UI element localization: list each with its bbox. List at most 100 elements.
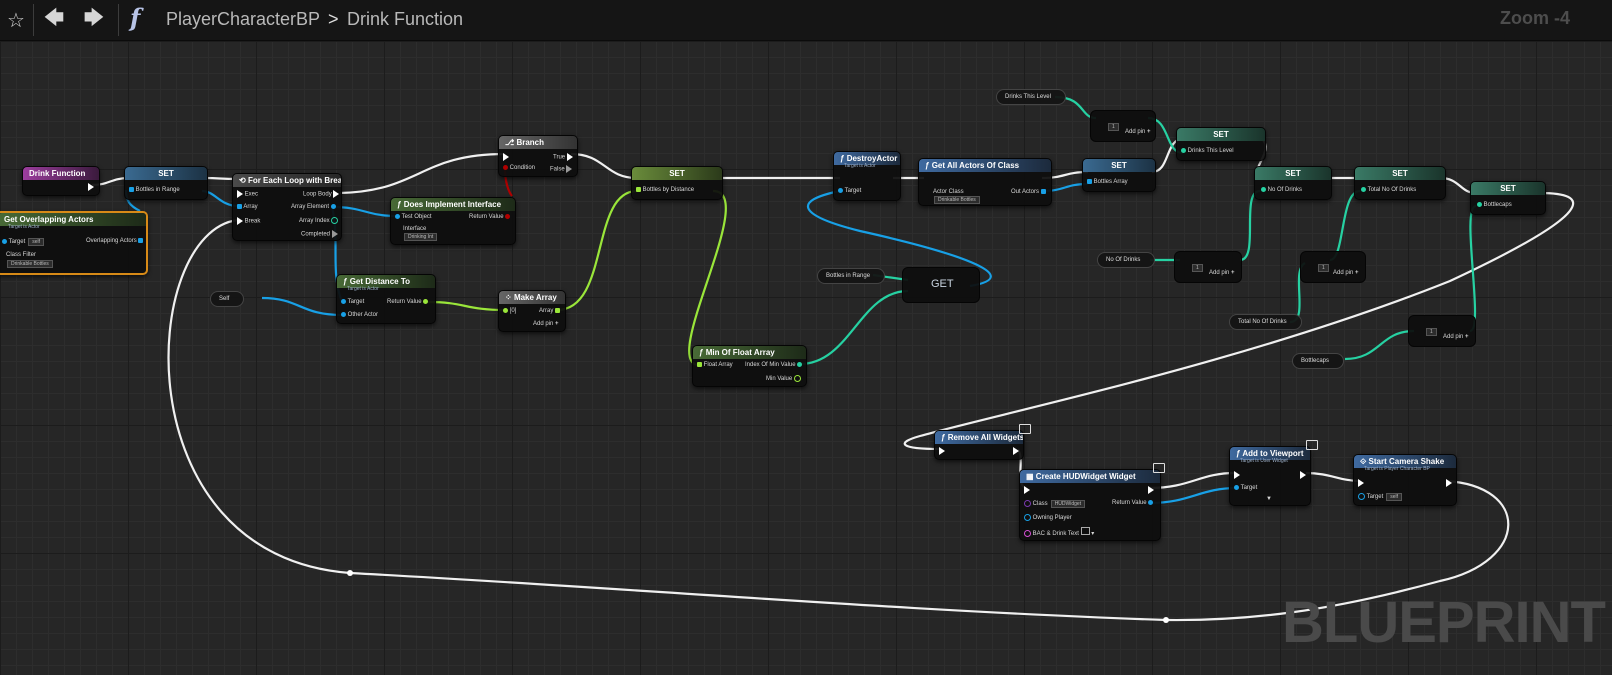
- class-filter-pin[interactable]: Class Filter: [6, 252, 37, 258]
- target-pin[interactable]: Target: [1234, 485, 1257, 491]
- completed-pin[interactable]: Completed: [301, 230, 338, 238]
- true-pin[interactable]: True: [553, 153, 573, 161]
- array-pin[interactable]: Array: [539, 308, 561, 314]
- add-value[interactable]: 1: [1315, 264, 1329, 272]
- overlapping-actors-pin[interactable]: Overlapping Actors: [86, 238, 144, 244]
- node-subtitle: Target is Actor: [347, 286, 379, 292]
- self-variable-node[interactable]: Self: [210, 291, 245, 307]
- foreach-loop-with-break-node[interactable]: ⟲ For Each Loop with Break Exec Array Br…: [232, 173, 342, 241]
- exec-out-pin[interactable]: [1013, 447, 1019, 455]
- drink-function-node[interactable]: Drink Function: [22, 166, 100, 196]
- loop-body-pin[interactable]: Loop Body: [303, 190, 340, 198]
- actor-class-value[interactable]: Drinkable Bottles: [931, 196, 980, 204]
- exec-in-pin[interactable]: [1024, 486, 1030, 494]
- set-drinks-this-level-node[interactable]: SET Drinks This Level: [1176, 127, 1266, 161]
- start-camera-shake-node[interactable]: ⟐ Start Camera Shake Target is Player Ch…: [1353, 454, 1457, 506]
- blueprint-graph[interactable]: BLUEPRINT Drink Function SET Bottles in …: [0, 41, 1612, 675]
- does-implement-interface-node[interactable]: ƒ Does Implement Interface Test Object R…: [390, 197, 516, 245]
- interface-pin[interactable]: Interface: [403, 226, 427, 232]
- breadcrumb-blueprint[interactable]: PlayerCharacterBP: [166, 9, 321, 29]
- index0-pin[interactable]: [0]: [503, 308, 516, 314]
- set-bottles-in-range-node[interactable]: SET Bottles in Range: [124, 166, 208, 200]
- get-distance-to-node[interactable]: ƒ Get Distance To Target is Actor Target…: [336, 274, 436, 324]
- add-pin-button[interactable]: Add pin +: [1209, 270, 1235, 276]
- min-value-pin[interactable]: Min Value: [766, 375, 801, 382]
- no-of-drinks-variable-node[interactable]: No Of Drinks: [1097, 252, 1156, 268]
- add-int-node[interactable]: 1 Add pin +: [1300, 251, 1366, 283]
- other-actor-pin[interactable]: Other Actor: [341, 312, 378, 318]
- exec-in-pin[interactable]: [503, 153, 509, 161]
- exec-in-pin[interactable]: Exec: [237, 190, 258, 198]
- drinks-this-level-variable-node[interactable]: Drinks This Level: [996, 89, 1066, 105]
- bac-drink-text-pin[interactable]: BAC & Drink Text ▾: [1024, 527, 1094, 537]
- destroy-actor-node[interactable]: ƒ DestroyActor Target is Actor Target: [833, 151, 901, 201]
- target-pin[interactable]: Target: [838, 188, 861, 194]
- owning-player-pin[interactable]: Owning Player: [1024, 514, 1072, 521]
- return-value-pin[interactable]: Return Value: [1112, 500, 1154, 506]
- set-bottles-array-node[interactable]: SET Bottles Array: [1082, 158, 1156, 192]
- add-pin-button[interactable]: Add pin +: [1443, 334, 1469, 340]
- add-int-node[interactable]: 1 Add pin +: [1408, 315, 1476, 347]
- set-bottles-by-distance-node[interactable]: SET Bottles by Distance: [631, 166, 723, 200]
- condition-pin[interactable]: Condition: [503, 165, 535, 171]
- breadcrumb-function[interactable]: Drink Function: [347, 9, 464, 29]
- add-pin-button[interactable]: Add pin +: [1333, 270, 1359, 276]
- branch-node[interactable]: ⎇ Branch Condition True False: [498, 135, 578, 177]
- exec-out-pin[interactable]: [1446, 479, 1452, 487]
- total-no-of-drinks-variable-node[interactable]: Total No Of Drinks: [1229, 314, 1302, 330]
- expand-arrow[interactable]: ▼: [1266, 496, 1272, 502]
- exec-out-pin[interactable]: [1148, 486, 1154, 494]
- get-array-item-node[interactable]: GET: [902, 267, 980, 303]
- make-array-node[interactable]: ⁘ Make Array [0] Array Add pin +: [498, 290, 566, 332]
- class-filter-value[interactable]: Drinkable Bottles: [4, 260, 53, 268]
- set-no-of-drinks-node[interactable]: SET No Of Drinks: [1254, 166, 1332, 200]
- min-of-float-array-node[interactable]: ƒ Min Of Float Array Float Array Index O…: [692, 345, 807, 387]
- out-actors-pin[interactable]: Out Actors: [1011, 189, 1046, 195]
- set-total-no-of-drinks-node[interactable]: SET Total No Of Drinks: [1354, 166, 1446, 200]
- array-element-pin[interactable]: Array Element: [291, 204, 336, 210]
- set-bottlecaps-node[interactable]: SET Bottlecaps: [1470, 181, 1546, 215]
- array-index-pin[interactable]: Array Index: [299, 217, 339, 224]
- add-value[interactable]: 1: [1189, 264, 1203, 272]
- return-value-pin[interactable]: Return Value: [387, 299, 429, 305]
- add-pin-button[interactable]: Add pin +: [533, 321, 559, 327]
- bottles-in-range-variable-node[interactable]: Bottles in Range: [817, 268, 886, 284]
- remove-all-widgets-node[interactable]: ƒ Remove All Widgets: [934, 430, 1024, 460]
- node-title: SET: [1355, 167, 1445, 180]
- return-value-pin[interactable]: Return Value: [469, 214, 511, 220]
- add-pin-button[interactable]: Add pin +: [1125, 129, 1151, 135]
- camera-shake-icon: ⟐: [1360, 457, 1367, 466]
- array-pin[interactable]: Array: [237, 204, 258, 210]
- back-button[interactable]: 🡄: [40, 4, 68, 36]
- test-object-pin[interactable]: Test Object: [395, 214, 432, 220]
- add-value[interactable]: 1: [1423, 328, 1437, 336]
- add-value[interactable]: 1: [1105, 123, 1119, 131]
- forward-button[interactable]: 🡆: [80, 4, 108, 36]
- add-int-node[interactable]: 1 Add pin +: [1090, 110, 1156, 142]
- target-pin[interactable]: Target: [341, 299, 364, 305]
- add-int-node[interactable]: 1 Add pin +: [1174, 251, 1242, 283]
- favorite-button[interactable]: ☆: [2, 4, 30, 36]
- false-pin[interactable]: False: [550, 165, 573, 173]
- bottlecaps-variable-node[interactable]: Bottlecaps: [1292, 353, 1345, 369]
- exec-in-pin[interactable]: [1234, 471, 1240, 479]
- pin-row: Total No Of Drinks: [1361, 187, 1416, 193]
- actor-class-pin[interactable]: Actor Class: [933, 189, 964, 195]
- exec-in-pin[interactable]: [939, 447, 945, 455]
- exec-out-pin[interactable]: [1300, 471, 1306, 479]
- float-array-pin[interactable]: Float Array: [697, 362, 733, 368]
- exec-in-pin[interactable]: [1358, 479, 1364, 487]
- interface-value[interactable]: Drinking Int: [401, 233, 438, 241]
- get-all-actors-of-class-node[interactable]: ƒ Get All Actors Of Class Actor Class Dr…: [918, 158, 1052, 206]
- break-pin[interactable]: Break: [237, 217, 260, 225]
- float-wire: [556, 189, 638, 312]
- exec-out-pin[interactable]: [88, 183, 94, 191]
- get-overlapping-actors-node[interactable]: Get Overlapping Actors Target is Actor T…: [0, 211, 148, 275]
- node-title: Get Overlapping Actors: [0, 213, 146, 226]
- add-to-viewport-node[interactable]: ƒ Add to Viewport Target is User Widget …: [1229, 446, 1311, 506]
- index-of-min-pin[interactable]: Index Of Min Value: [745, 362, 803, 368]
